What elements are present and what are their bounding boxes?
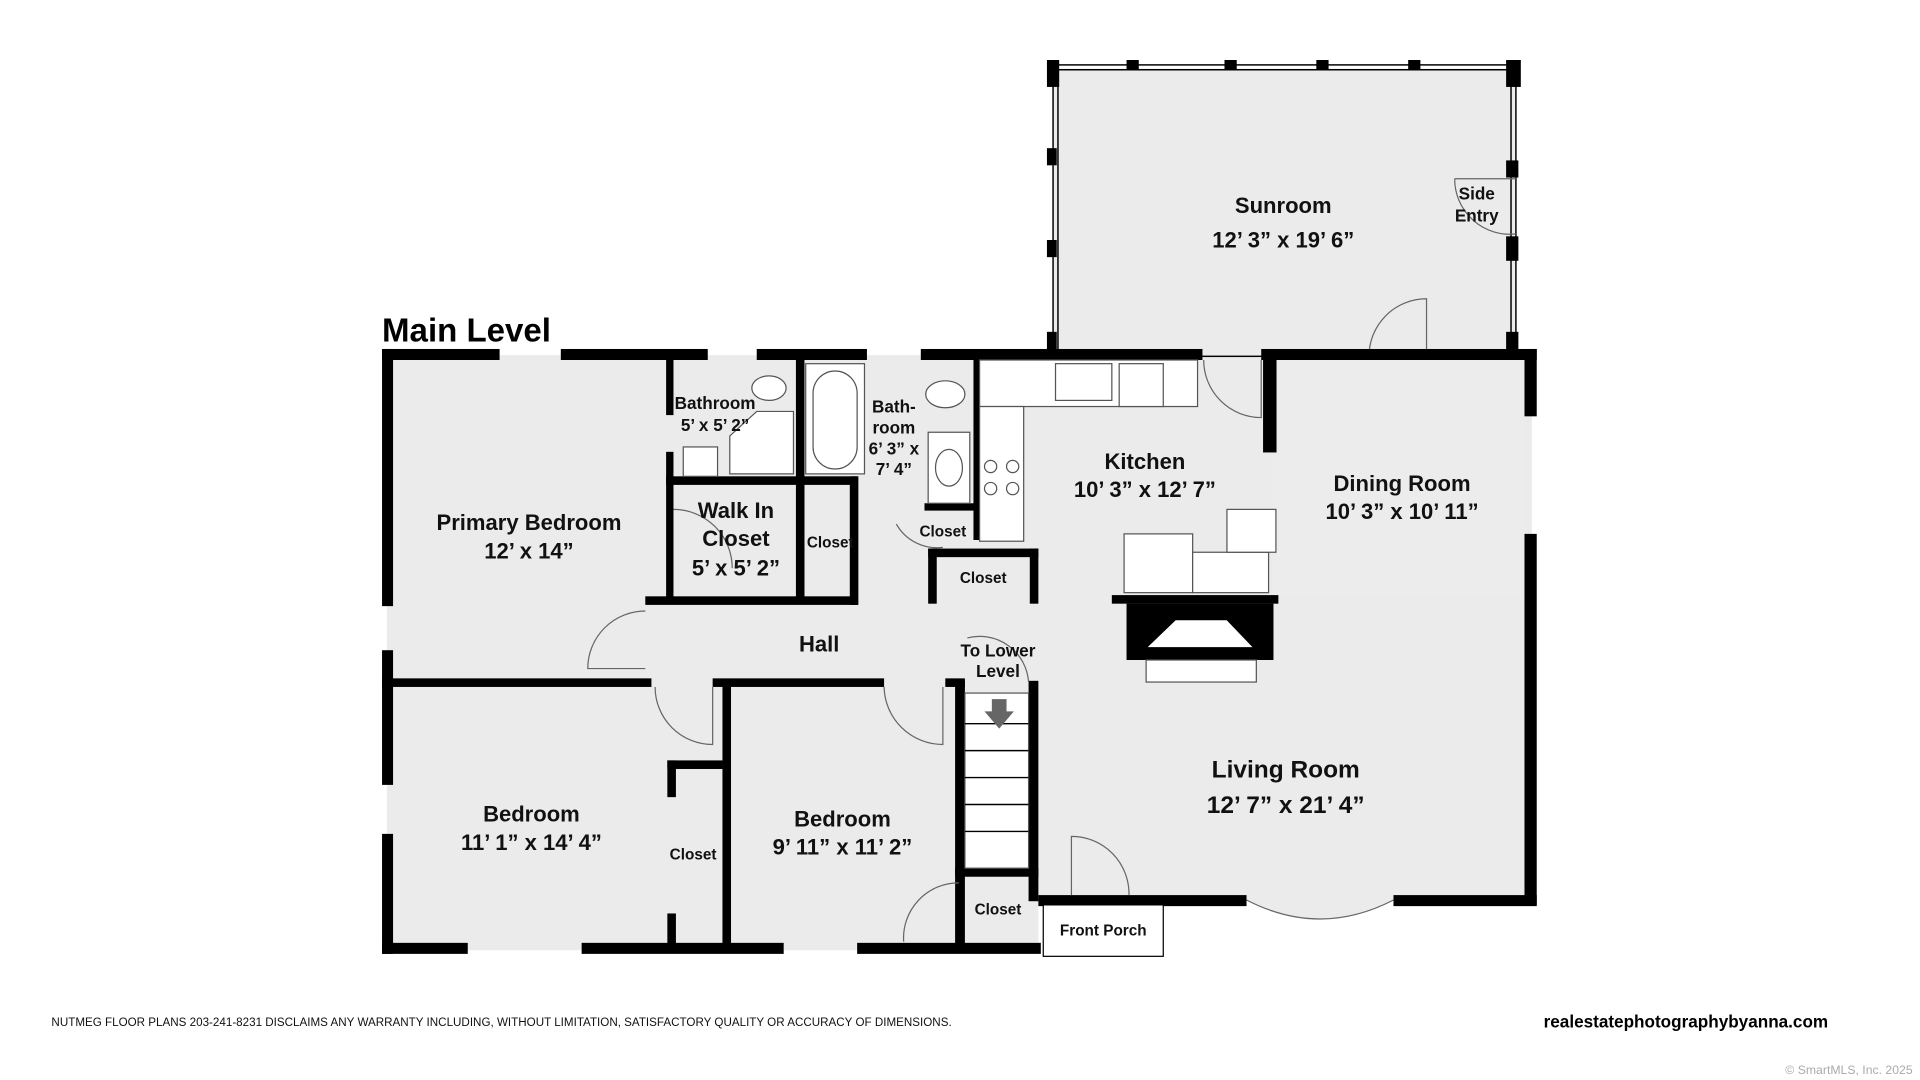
living-dims: 12’ 7” x 21’ 4” bbox=[1207, 792, 1365, 819]
down-arrow-icon bbox=[984, 699, 1014, 729]
walls bbox=[382, 348, 1537, 954]
kitchen-dims: 10’ 3” x 12’ 7” bbox=[1074, 477, 1216, 502]
bath2-line4: 7’ 4” bbox=[876, 459, 912, 479]
hall-label: Hall bbox=[799, 631, 839, 656]
side-entry-label: Side bbox=[1459, 184, 1495, 204]
walkin-line2: Closet bbox=[702, 526, 770, 551]
stairs bbox=[964, 692, 1030, 869]
closet-label: Closet bbox=[975, 902, 1022, 919]
disclaimer: NUTMEG FLOOR PLANS 203-241-8231 DISCLAIM… bbox=[51, 1016, 951, 1029]
bath2-line3: 6’ 3” x bbox=[869, 438, 920, 458]
bedroom2-dims: 9’ 11” x 11’ 2” bbox=[773, 835, 913, 860]
living-name: Living Room bbox=[1212, 757, 1360, 784]
bedroom2-name: Bedroom bbox=[794, 807, 891, 832]
dining-name: Dining Room bbox=[1334, 471, 1471, 496]
bedroom1-dims: 11’ 1” x 14’ 4” bbox=[461, 830, 602, 855]
fixtures bbox=[682, 359, 1277, 957]
walkin-line3: 5’ x 5’ 2” bbox=[692, 556, 780, 581]
copyright: © SmartMLS, Inc. 2025 bbox=[1785, 1063, 1913, 1077]
side-entry-label-2: Entry bbox=[1455, 206, 1499, 226]
walkin-line1: Walk In bbox=[698, 498, 774, 523]
bath2-line1: Bath- bbox=[872, 397, 916, 417]
lower-level-label-2: Level bbox=[976, 661, 1020, 681]
closet-label: Closet bbox=[670, 847, 717, 864]
door-swings bbox=[587, 359, 1394, 942]
plan-title: Main Level bbox=[382, 313, 551, 350]
bath1-dims: 5’ x 5’ 2” bbox=[681, 415, 750, 435]
website: realestatephotographybyanna.com bbox=[1544, 1011, 1829, 1031]
kitchen-name: Kitchen bbox=[1104, 449, 1185, 474]
dining-dims: 10’ 3” x 10’ 11” bbox=[1325, 499, 1478, 524]
sunroom-dims: 12’ 3” x 19’ 6” bbox=[1212, 227, 1354, 252]
bedroom1-name: Bedroom bbox=[483, 802, 580, 827]
lower-level-label: To Lower bbox=[961, 640, 1036, 660]
closet-label: Closet bbox=[807, 534, 854, 551]
stove-burners bbox=[983, 459, 1020, 496]
bath1-name: Bathroom bbox=[675, 393, 756, 413]
closet-label: Closet bbox=[919, 523, 966, 540]
closet-label: Closet bbox=[960, 570, 1007, 587]
front-porch-label: Front Porch bbox=[1060, 923, 1147, 940]
sunroom-name: Sunroom bbox=[1235, 193, 1332, 218]
primary-name: Primary Bedroom bbox=[437, 510, 622, 535]
bath2-line2: room bbox=[872, 417, 915, 437]
primary-dims: 12’ x 14” bbox=[484, 538, 573, 563]
